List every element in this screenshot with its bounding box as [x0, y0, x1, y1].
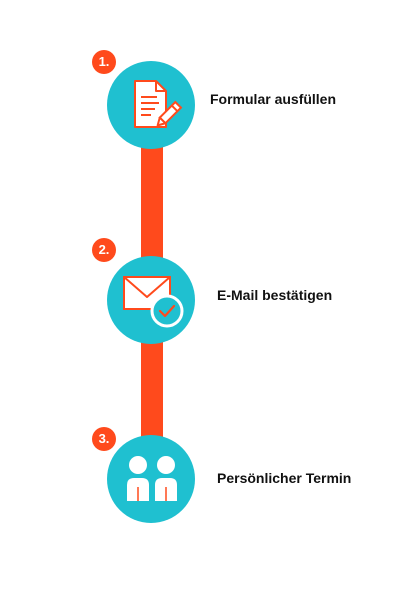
step-3-circle	[107, 435, 195, 523]
email-check-icon	[123, 276, 184, 328]
step-2-circle	[107, 256, 195, 344]
form-edit-icon	[134, 80, 183, 128]
step-2-label: E-Mail bestätigen	[217, 287, 333, 303]
step-1-circle	[107, 61, 195, 149]
people-meeting-icon	[127, 456, 177, 501]
step-1-number: 1.	[92, 50, 116, 74]
step-1-label: Formular ausfüllen	[210, 91, 337, 107]
step-3-number: 3.	[92, 427, 116, 451]
step-2-number: 2.	[92, 238, 116, 262]
step-3-label: Persönlicher Termin	[217, 470, 352, 486]
